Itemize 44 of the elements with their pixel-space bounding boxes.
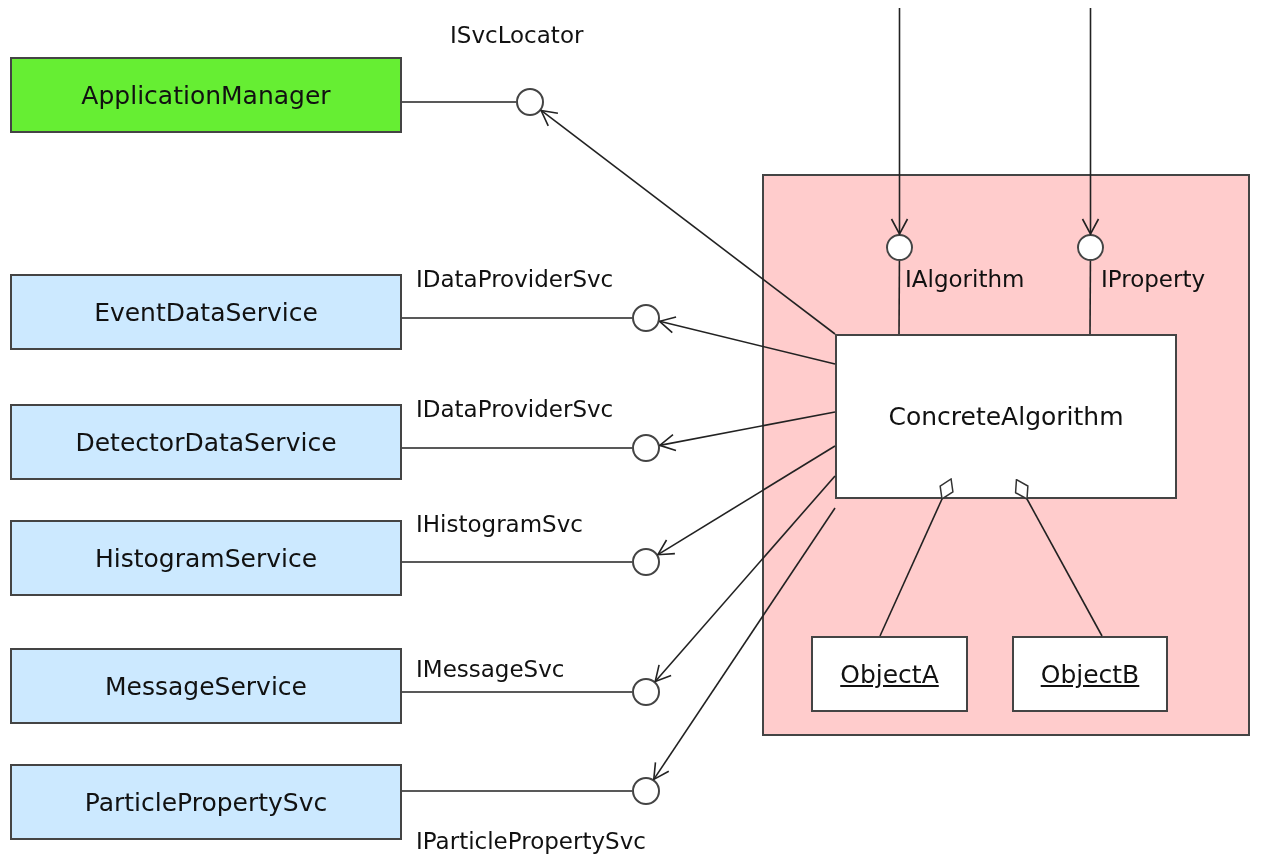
service-box: HistogramService: [10, 520, 402, 596]
aggregation-line: [879, 478, 954, 637]
connector-line: [401, 317, 633, 319]
service-box: DetectorDataService: [10, 404, 402, 480]
interface-circle: [632, 434, 660, 462]
dependency-arrow: [654, 475, 836, 683]
aggregation-line: [1014, 478, 1103, 637]
connector-line: [898, 260, 901, 335]
connector-line: [1089, 260, 1092, 335]
object-box: ObjectB: [1012, 636, 1168, 712]
dependency-arrow: [1081, 7, 1100, 235]
interface-circle: [1077, 234, 1104, 261]
dependency-arrow: [653, 507, 836, 781]
dependency-arrow: [658, 411, 836, 452]
interface-label: IDataProviderSvc: [416, 268, 614, 291]
dependency-arrow: [540, 109, 836, 335]
service-box: MessageService: [10, 648, 402, 724]
dependency-arrow: [890, 7, 909, 235]
service-box: EventDataService: [10, 274, 402, 350]
interface-label: IParticlePropertySvc: [416, 830, 646, 853]
algorithm-box: ConcreteAlgorithm: [835, 334, 1177, 499]
interface-circle: [516, 88, 544, 116]
interface-label: IAlgorithm: [905, 268, 1025, 291]
interface-label: IMessageSvc: [416, 658, 565, 681]
dependency-arrow: [658, 316, 836, 365]
service-box: ParticlePropertySvc: [10, 764, 402, 840]
interface-circle: [886, 234, 913, 261]
interface-circle: [632, 777, 660, 805]
connector-line: [401, 561, 633, 563]
interface-circle: [632, 548, 660, 576]
dependency-arrow: [657, 445, 836, 556]
interface-label: ISvcLocator: [450, 24, 584, 47]
connector-line: [401, 101, 517, 103]
interface-circle: [632, 678, 660, 706]
interface-label: IDataProviderSvc: [416, 398, 614, 421]
connector-line: [401, 790, 633, 792]
connector-line: [401, 447, 633, 449]
service-box: ApplicationManager: [10, 57, 402, 133]
interface-label: IProperty: [1101, 268, 1206, 291]
connector-line: [401, 691, 633, 693]
component-container: [762, 174, 1250, 736]
interface-label: IHistogramSvc: [416, 513, 583, 536]
interface-circle: [632, 304, 660, 332]
object-box: ObjectA: [811, 636, 968, 712]
